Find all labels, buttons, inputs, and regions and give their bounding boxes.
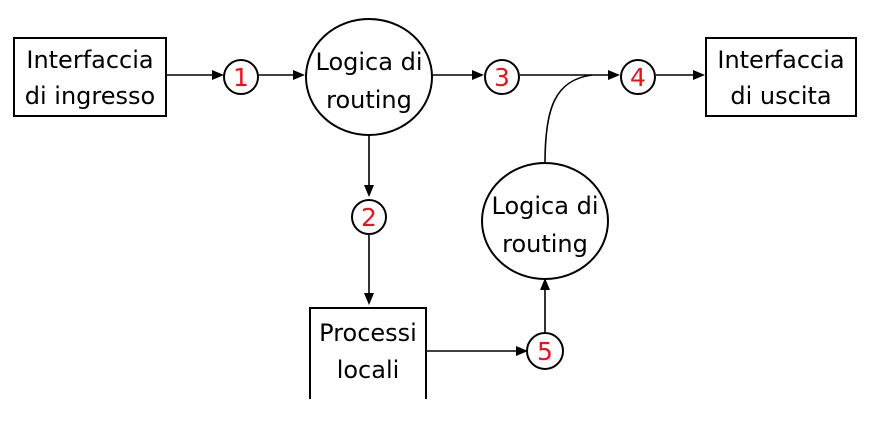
hook-5-number: 5 xyxy=(537,337,553,366)
routing-logic-1-line2: routing xyxy=(326,86,412,114)
hook-5: 5 xyxy=(526,332,564,370)
routing-logic-2-line1: Logica di xyxy=(492,192,599,220)
output-interface-line2: di uscita xyxy=(730,82,831,110)
arrowhead-4 xyxy=(608,70,620,80)
arrowhead-3 xyxy=(472,70,484,80)
output-interface-box: Interfaccia di uscita xyxy=(705,37,857,117)
local-processes-line2: locali xyxy=(337,356,400,384)
arrowhead-routing-in xyxy=(293,70,305,80)
input-interface-line2: di ingresso xyxy=(25,82,155,110)
input-interface-line1: Interfaccia xyxy=(26,46,153,74)
arrowhead-local xyxy=(364,293,374,305)
hook-1: 1 xyxy=(223,59,259,95)
arrowhead-output xyxy=(693,70,705,80)
hook-4: 4 xyxy=(620,59,656,95)
routing-logic-1-line1: Logica di xyxy=(316,48,423,76)
output-interface-line1: Interfaccia xyxy=(717,46,844,74)
arrowhead-2 xyxy=(364,185,374,197)
local-processes-line1: Processi xyxy=(319,319,417,347)
input-interface-box: Interfaccia di ingresso xyxy=(13,37,167,117)
arrowhead-routing2 xyxy=(540,278,550,290)
routing-logic-ellipse-1: Logica di routing xyxy=(305,18,433,136)
local-processes-box: Processi locali xyxy=(309,307,427,400)
routing-logic-ellipse-2: Logica di routing xyxy=(481,162,609,280)
hook-3: 3 xyxy=(484,59,520,95)
hook-2: 2 xyxy=(351,199,387,235)
hook-3-number: 3 xyxy=(494,63,510,92)
hook-2-number: 2 xyxy=(361,203,377,232)
arrowhead-1 xyxy=(212,70,224,80)
routing-logic-2-line2: routing xyxy=(502,230,588,258)
hook-4-number: 4 xyxy=(630,63,646,92)
edges xyxy=(167,70,705,356)
edge-routing2-to-line xyxy=(544,74,593,164)
hook-1-number: 1 xyxy=(233,63,249,92)
arrowhead-5 xyxy=(516,346,528,356)
